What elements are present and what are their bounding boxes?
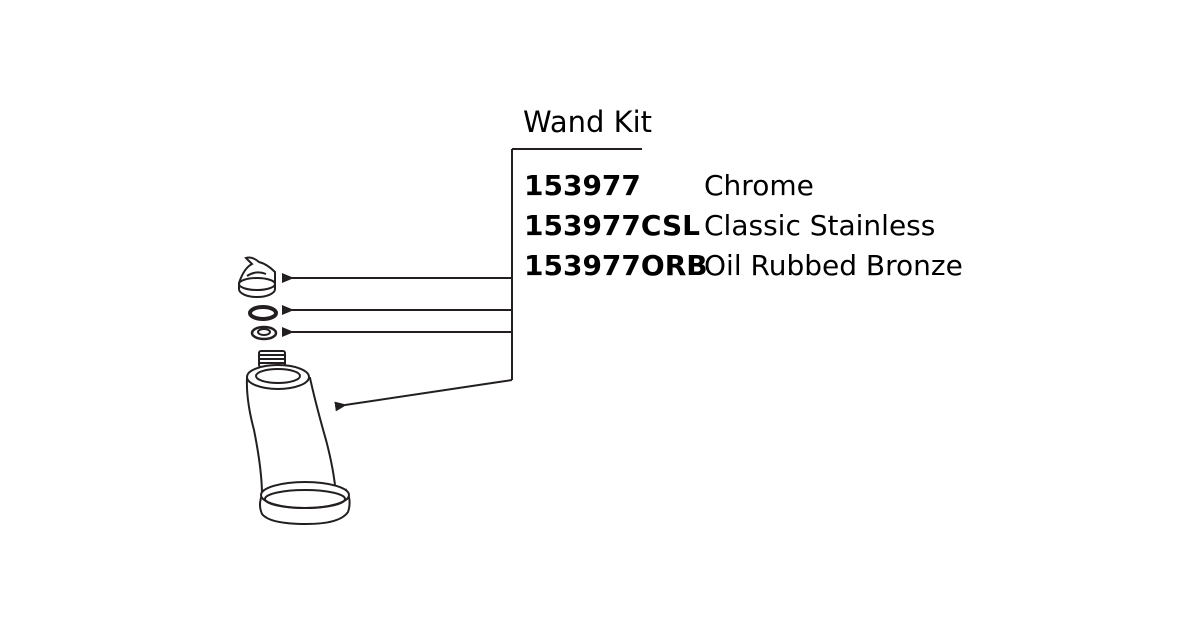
spray-head-cap-icon: [238, 256, 276, 298]
part-finish: Oil Rubbed Bronze: [704, 249, 963, 282]
arrow-to-wand-body: [334, 379, 513, 412]
washer-icon: [250, 325, 278, 341]
o-ring-icon: [248, 305, 278, 321]
part-finish: Classic Stainless: [704, 209, 936, 242]
leader-bracket: [511, 148, 642, 380]
leader-arrows: [282, 273, 513, 412]
part-finish: Chrome: [704, 169, 814, 202]
part-number: 153977: [524, 169, 641, 202]
part-number: 153977ORB: [524, 249, 708, 282]
part-number: 153977CSL: [524, 209, 700, 242]
wand-body-icon: [245, 350, 351, 526]
kit-title: Wand Kit: [523, 105, 653, 139]
